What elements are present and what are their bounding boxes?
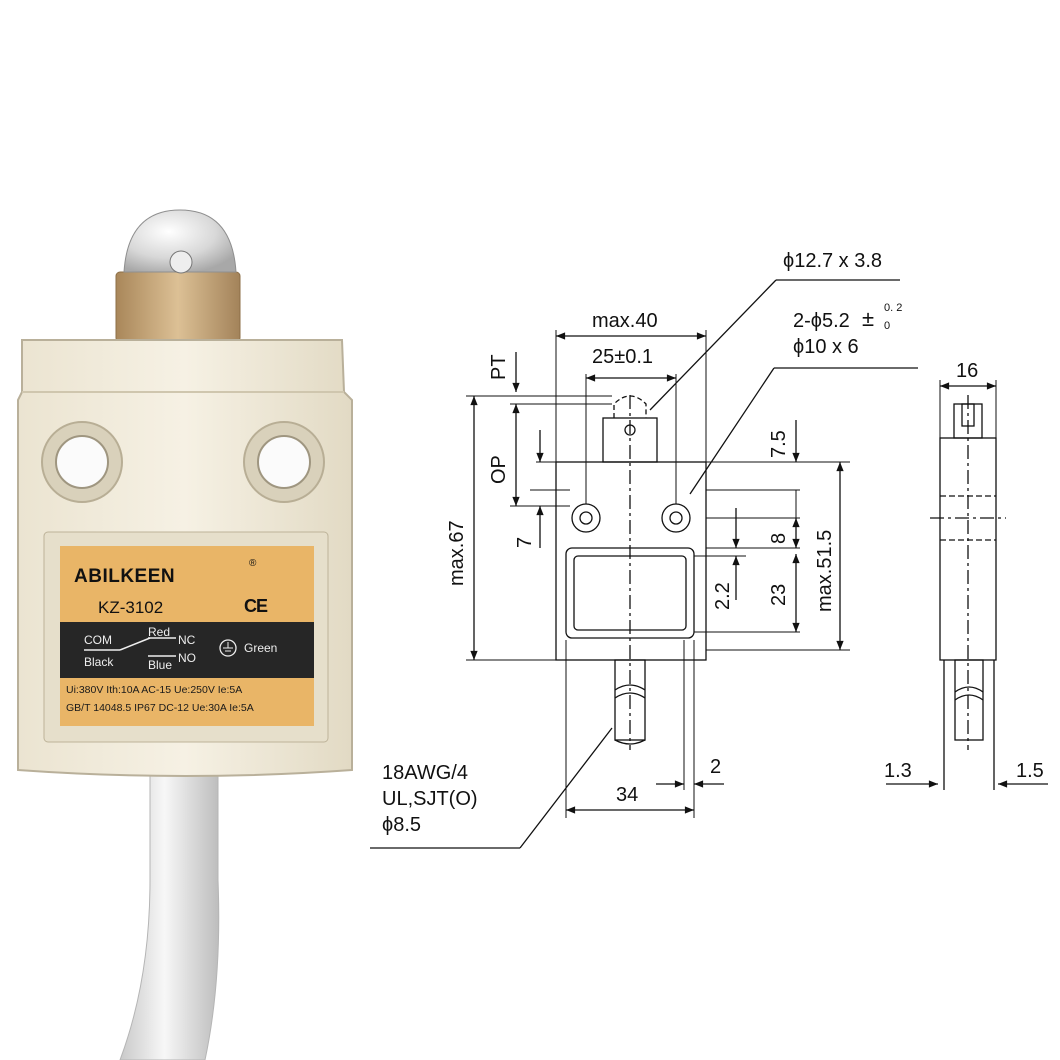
width-max-dimension: max.40 — [592, 310, 658, 332]
mount-hole-left-drawing — [571, 503, 601, 533]
product-photo — [17, 209, 353, 1060]
wire-label-blue: Blue — [148, 658, 173, 672]
op-label: OP — [488, 455, 510, 484]
wire-label-com: COM — [84, 633, 112, 647]
side-view — [930, 395, 1006, 790]
body-height-max-dimension: max.51.5 — [814, 529, 836, 612]
wire-label-red: Red — [148, 625, 171, 639]
side-width-dimension: 16 — [956, 360, 979, 382]
brand-name: ABILKEEN — [74, 566, 176, 587]
dimension-2-2: 2.2 — [712, 582, 734, 610]
wire-label-nc: NC — [178, 633, 196, 647]
roller-dimension: ϕ12.7 x 3.8 — [783, 250, 883, 272]
dimension-drawing — [370, 279, 1048, 849]
spec-line-2: GB/T 14048.5 IP67 DC-12 Ue:30A Ie:5A — [66, 702, 254, 714]
dimension-34: 34 — [616, 784, 639, 806]
dimension-1-5: 1.5 — [1016, 760, 1044, 782]
cable-spec-line-3: ϕ8.5 — [382, 814, 422, 836]
dimension-7-5: 7.5 — [768, 430, 790, 458]
cable — [119, 769, 220, 1060]
dimension-7: 7 — [514, 536, 536, 548]
front-view — [555, 395, 707, 750]
mount-hole-tolerance-upper: 0. 2 — [884, 302, 903, 314]
wire-label-black: Black — [84, 655, 114, 669]
dimension-23: 23 — [768, 583, 790, 606]
dimension-lines — [370, 279, 1048, 849]
dimension-8: 8 — [768, 532, 790, 544]
ground-icon — [219, 639, 237, 657]
pt-label: PT — [488, 354, 510, 380]
mount-hole-tolerance-lower: 0 — [884, 320, 891, 332]
cable-spec-line-2: UL,SJT(O) — [382, 788, 478, 810]
mount-hole-dimension: 2-ϕ5.2 — [793, 310, 850, 332]
roller-plunger — [115, 209, 241, 343]
wire-label-no: NO — [178, 651, 196, 665]
registered-mark: ® — [249, 558, 257, 569]
hole-spacing-dimension: 25±0.1 — [592, 346, 654, 368]
model-number: KZ-3102 — [98, 598, 164, 617]
spec-line-1: Ui:380V Ith:10A AC-15 Ue:250V Ie:5A — [66, 684, 243, 696]
mount-hole-right-drawing — [661, 503, 691, 533]
counterbore-dimension: ϕ10 x 6 — [793, 336, 859, 358]
plus-minus-sign: ± — [862, 306, 875, 331]
dimension-1-3: 1.3 — [884, 760, 912, 782]
ce-mark: CE — [244, 596, 268, 616]
cable-spec-line-1: 18AWG/4 — [382, 762, 468, 784]
height-max-dimension: max.67 — [446, 520, 468, 586]
wire-label-green: Green — [244, 641, 278, 655]
dimension-2: 2 — [710, 756, 722, 778]
product-label — [43, 531, 329, 743]
